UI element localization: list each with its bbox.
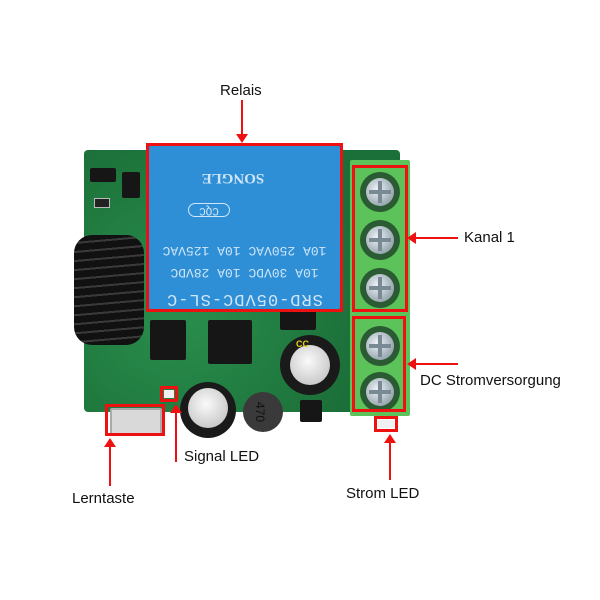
capacitor-mark: CC xyxy=(296,339,309,349)
lerntaste-arrow xyxy=(109,446,111,486)
transistor-q1 xyxy=(90,168,116,182)
label-lerntaste: Lerntaste xyxy=(72,490,135,507)
screw-5[interactable] xyxy=(360,372,400,412)
relay-highlight xyxy=(146,143,343,312)
capacitor-small-top xyxy=(188,388,228,428)
lerntaste-arrowhead xyxy=(104,438,116,447)
small-chip xyxy=(300,400,322,422)
screw-1[interactable] xyxy=(360,172,400,212)
label-relais: Relais xyxy=(220,82,262,99)
dc-arrowhead xyxy=(407,358,416,370)
relais-arrowhead xyxy=(236,134,248,143)
strom-led-arrowhead xyxy=(384,434,396,443)
label-kanal1: Kanal 1 xyxy=(464,229,515,246)
antenna-coil xyxy=(74,235,144,345)
relay: SRD-05VDC-SL-C 10A 30VDC 10A 28VDC 10A 2… xyxy=(148,145,341,310)
power-led-highlight xyxy=(374,416,398,432)
ic-chip xyxy=(208,320,252,364)
kanal1-arrowhead xyxy=(407,232,416,244)
label-strom-led: Strom LED xyxy=(346,485,420,502)
signal-led-arrow xyxy=(175,412,177,462)
label-signal-led: Signal LED xyxy=(184,448,260,465)
inductor-value: 470 xyxy=(253,401,268,423)
learn-button-highlight xyxy=(105,404,165,436)
power-led xyxy=(378,420,394,428)
screw-2[interactable] xyxy=(360,220,400,260)
screw-3[interactable] xyxy=(360,268,400,308)
signal-led-highlight xyxy=(160,386,178,402)
diode-d2 xyxy=(122,172,140,198)
kanal1-highlight xyxy=(352,165,408,312)
dc-arrow xyxy=(414,363,458,365)
terminal-block xyxy=(350,160,410,416)
dc-supply-highlight xyxy=(352,316,406,412)
ic-chip-left xyxy=(150,320,186,360)
signal-led xyxy=(164,390,174,398)
screw-4[interactable] xyxy=(360,326,400,366)
label-dc-supply: DC Stromversorgung xyxy=(420,372,561,389)
capacitor-large-top xyxy=(290,345,330,385)
relais-arrow xyxy=(241,100,243,136)
regulator-chip xyxy=(280,310,316,330)
kanal1-arrow xyxy=(414,237,458,239)
resistor xyxy=(94,198,110,208)
inductor xyxy=(243,392,283,432)
strom-led-arrow xyxy=(389,442,391,480)
signal-led-arrowhead xyxy=(170,404,182,413)
